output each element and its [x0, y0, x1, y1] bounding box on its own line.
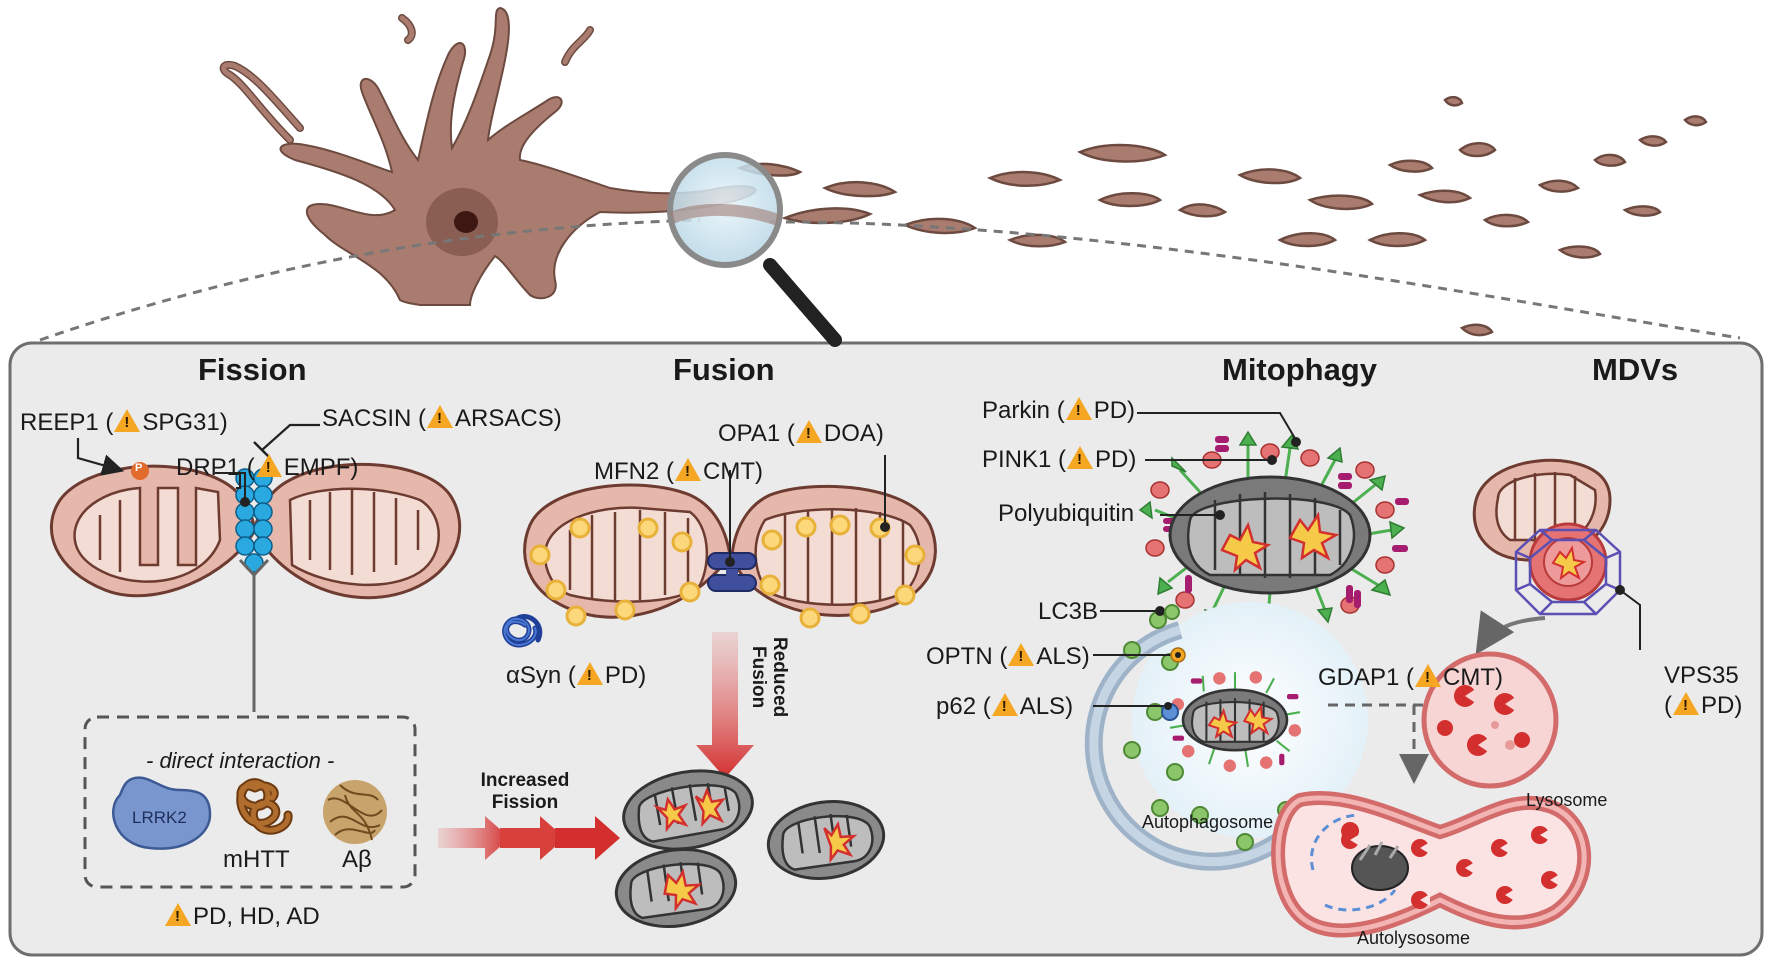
disease-summary-label: PD, HD, AD [164, 903, 320, 931]
direct-interaction-box [83, 715, 417, 889]
section-title-fusion: Fusion [673, 352, 775, 387]
warning-icon [795, 420, 822, 443]
zoom-line-left [39, 218, 701, 342]
mfn2-label: MFN2 (CMT) [594, 458, 763, 486]
fission-mitochondrion [50, 462, 462, 600]
pink1-label: PINK1 (PD) [982, 446, 1136, 474]
fragmented-mitochondria [614, 769, 886, 929]
warning-icon [165, 903, 191, 926]
opa1-label: OPA1 (DOA) [718, 420, 884, 448]
warning-icon [427, 405, 454, 428]
warning-icon [1415, 664, 1442, 687]
abeta-label: Aβ [342, 846, 372, 873]
sacsin-label: SACSIN (ARSACS) [322, 405, 562, 433]
autolysosome-label: Autolysosome [1357, 928, 1471, 948]
warning-icon [1065, 397, 1092, 420]
warning-icon [1067, 446, 1094, 469]
asyn-label: αSyn (PD) [506, 662, 646, 690]
autolysosome [1271, 791, 1592, 938]
direct-interaction-label: - direct interaction - [146, 748, 335, 773]
autophagosome-label: Autophagosome [1142, 812, 1274, 832]
warning-icon [255, 454, 282, 477]
phospho-label: P [135, 462, 143, 474]
section-title-mdvs: MDVs [1592, 352, 1679, 387]
p62-label: p62 (ALS) [936, 693, 1073, 721]
polyubiquitin-label: Polyubiquitin [998, 500, 1135, 527]
abeta-icon [323, 780, 387, 844]
opa1-dots [529, 514, 926, 629]
phosphorylation-icon [131, 462, 149, 480]
warning-icon [991, 693, 1018, 716]
vps35-label: VPS35 [1664, 662, 1739, 689]
lrrk2-label: LRRK2 [132, 808, 187, 827]
warning-icon [1673, 692, 1699, 715]
zoom-line-right [769, 220, 1741, 340]
parkin-label: Parkin (PD) [982, 397, 1135, 425]
warning-icon [114, 409, 141, 432]
reduced-fusion-arrow [696, 632, 754, 778]
gdap1-label: GDAP1 (CMT) [1318, 664, 1503, 692]
optn-label: OPTN (ALS) [926, 643, 1090, 671]
lc3b-label: LC3B [1038, 598, 1099, 625]
warning-icon [1008, 643, 1035, 666]
mhtt-label: mHTT [223, 846, 290, 873]
vps35-disease-label: (PD) [1664, 692, 1742, 720]
lrrk2-icon [112, 776, 212, 850]
drp1-label: DRP1 (EMPF) [176, 454, 358, 482]
damaged-mitochondrion-tagged [1138, 430, 1409, 633]
lysosome [1421, 651, 1559, 789]
neuron [219, 6, 1708, 337]
warning-icon [576, 662, 603, 685]
reep1-label: REEP1 (SPG31) [20, 409, 228, 437]
mhtt-icon [236, 778, 293, 835]
warning-icon [675, 458, 701, 481]
mdv-mitochondrion [1472, 458, 1625, 616]
asyn-icon [502, 614, 543, 648]
lysosome-label: Lysosome [1526, 790, 1608, 810]
mdv-arrow [1475, 610, 1546, 655]
section-title-mitophagy: Mitophagy [1222, 352, 1377, 387]
increased-fission-arrow [438, 816, 620, 860]
retromer-cage [1514, 528, 1622, 616]
magnifier-icon [667, 152, 842, 347]
section-title-fission: Fission [198, 352, 307, 387]
